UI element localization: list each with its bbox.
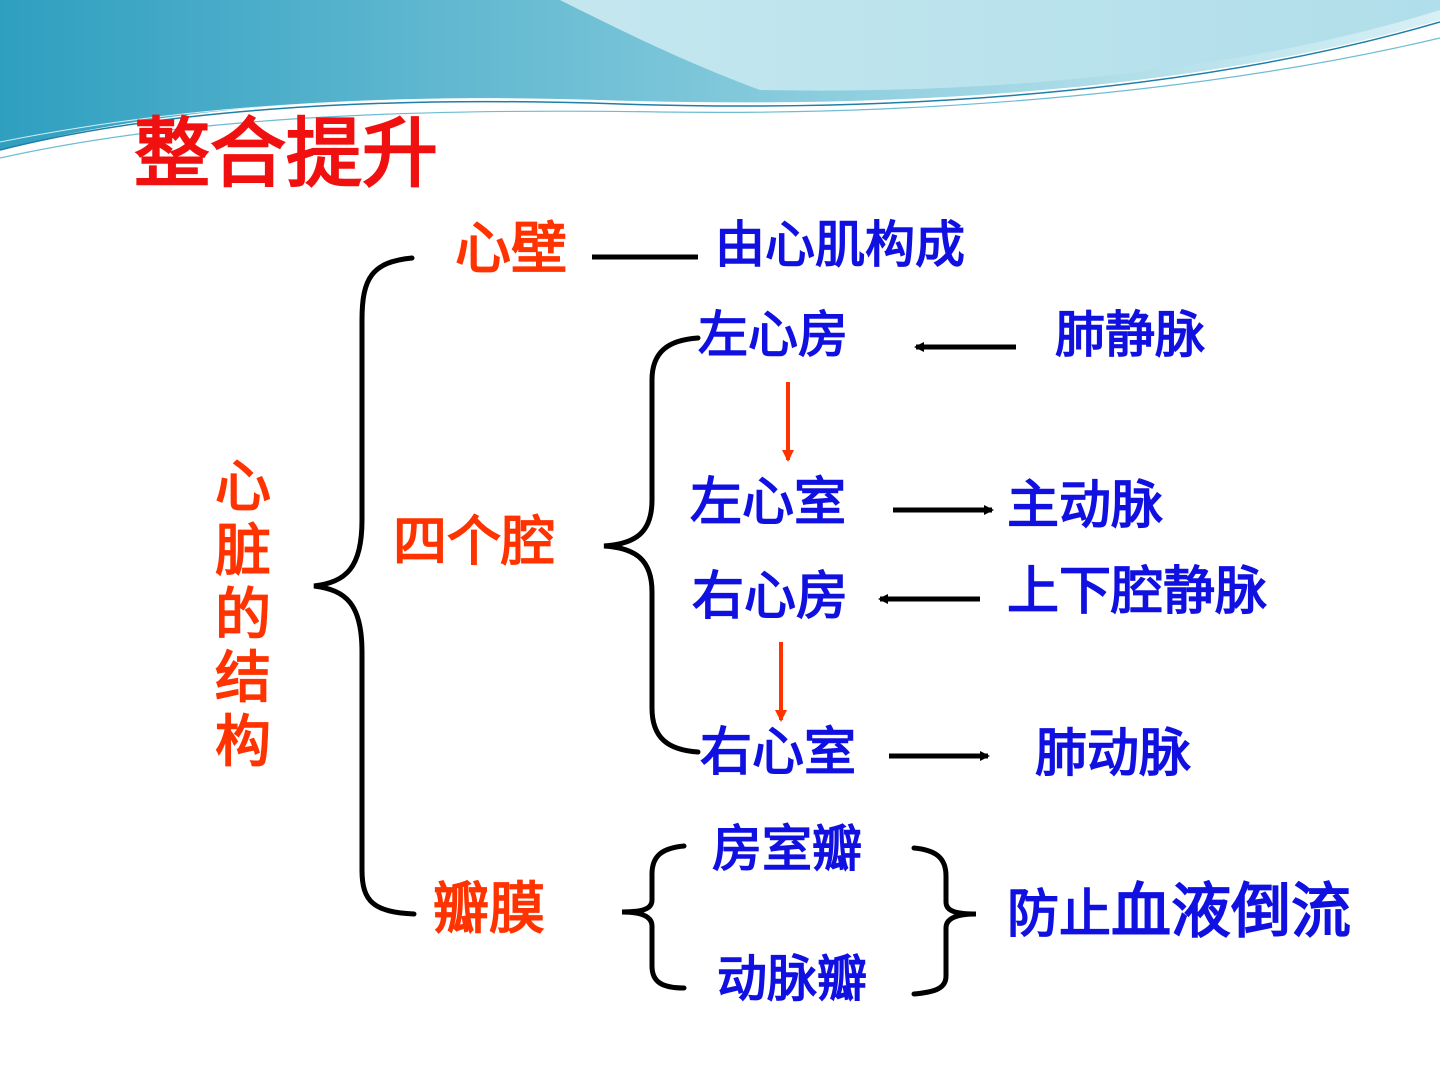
left-ventricle-label: 左心室 <box>690 473 847 533</box>
root-char-1: 心 <box>215 455 271 520</box>
root-char-4: 结 <box>215 646 271 712</box>
valve-function-part1: 防止 <box>1007 885 1112 945</box>
right-ventricle-label: 右心室 <box>700 723 857 783</box>
wall-description: 由心肌构成 <box>715 216 965 274</box>
vena-cava-label: 上下腔静脉 <box>1007 562 1268 622</box>
av-valve-label: 房室瓣 <box>712 820 862 878</box>
valve-function: 防止血液倒流 <box>1007 882 1351 942</box>
slide-title: 整合提升 <box>134 109 438 198</box>
chambers-label: 四个腔 <box>393 510 555 573</box>
main-brace <box>313 255 417 917</box>
valve-brace-left <box>621 843 687 991</box>
valves-label: 瓣膜 <box>433 877 545 942</box>
valve-function-part2: 血液倒流 <box>1111 877 1352 947</box>
wave-header-decoration <box>0 0 1440 159</box>
arterial-valve-label: 动脉瓣 <box>717 950 867 1008</box>
pulmonary-vein-label: 肺静脉 <box>1055 306 1205 364</box>
root-char-3: 的 <box>215 582 271 648</box>
root-label-heart-structure: 心 脏 的 结 构 <box>211 456 275 775</box>
pulmonary-artery-label: 肺动脉 <box>1035 724 1192 784</box>
chamber-brace <box>603 335 701 755</box>
aorta-label: 主动脉 <box>1007 476 1164 536</box>
valve-brace-right <box>911 845 977 997</box>
root-char-2: 脏 <box>215 518 271 584</box>
wall-label: 心壁 <box>455 217 567 282</box>
left-atrium-label: 左心房 <box>698 306 848 364</box>
root-char-5: 构 <box>215 710 271 776</box>
right-atrium-label: 右心房 <box>692 567 849 627</box>
